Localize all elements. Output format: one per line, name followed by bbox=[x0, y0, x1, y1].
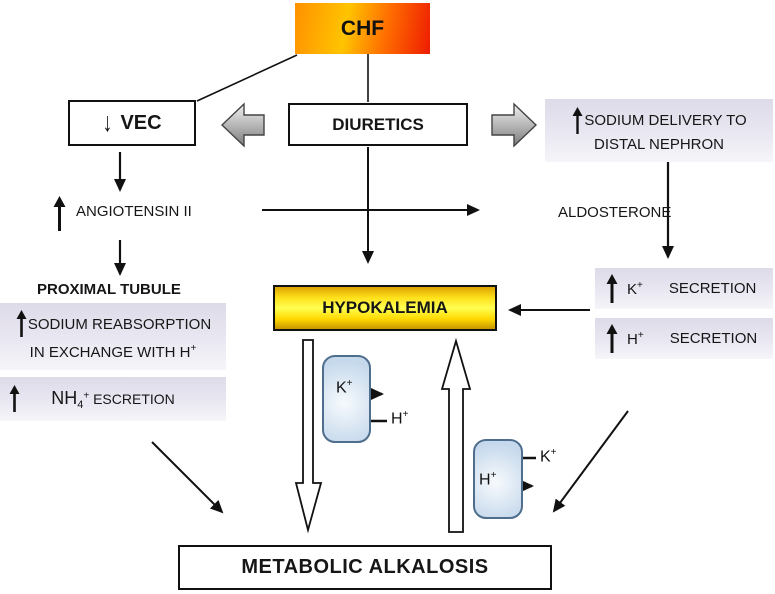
sodium-reabsorption-line1: SODIUM REABSORPTION bbox=[27, 315, 212, 333]
hollow-arrow-down-icon bbox=[294, 339, 323, 534]
diuretics-box: DIURETICS bbox=[288, 103, 468, 146]
metabolic-alkalosis-box: METABOLIC ALKALOSIS bbox=[178, 545, 552, 590]
k-secretion-box: K+ SECRETION bbox=[595, 268, 773, 309]
sodium-delivery-line2: DISTAL NEPHRON bbox=[593, 135, 725, 153]
nh4-escretion-box: NH4+ ESCRETION bbox=[0, 377, 226, 421]
ion-exchange-cell-1 bbox=[322, 355, 371, 443]
vec-box: ↓ VEC bbox=[68, 100, 196, 146]
block-arrow-left-icon bbox=[220, 102, 265, 148]
arrow-left-to-alkalosis bbox=[151, 441, 224, 514]
up-arrow-icon bbox=[16, 310, 27, 337]
down-arrow-icon: ↓ bbox=[102, 107, 113, 138]
k-secretion-label: SECRETION bbox=[668, 280, 757, 297]
hollow-arrow-up-icon bbox=[440, 337, 472, 533]
nh4-label: NH4+ ESCRETION bbox=[51, 387, 175, 411]
h-secretion-box: H+ SECRETION bbox=[595, 318, 773, 359]
up-arrow-icon bbox=[606, 273, 618, 303]
up-arrow-icon bbox=[53, 196, 66, 231]
hypokalemia-box: HYPOKALEMIA bbox=[273, 285, 497, 331]
aldosterone-label: ALDOSTERONE bbox=[558, 204, 672, 221]
k-secretion-ion: K+ bbox=[627, 279, 643, 298]
cell2-outside-ion: K+ bbox=[540, 447, 557, 466]
chf-box: CHF bbox=[295, 3, 430, 54]
up-arrow-icon bbox=[606, 323, 618, 353]
sodium-delivery-line1: SODIUM DELIVERY TO bbox=[584, 111, 747, 129]
hypokalemia-label: HYPOKALEMIA bbox=[322, 298, 448, 317]
line-chf-to-vec bbox=[196, 54, 298, 102]
up-arrow-icon bbox=[572, 106, 583, 134]
sodium-reabsorption-box: SODIUM REABSORPTION IN EXCHANGE WITH H+ bbox=[0, 303, 226, 370]
angiotensin-label: ANGIOTENSIN II bbox=[76, 203, 192, 220]
h-secretion-ion: H+ bbox=[627, 329, 644, 348]
metabolic-alkalosis-label: METABOLIC ALKALOSIS bbox=[241, 556, 489, 578]
up-arrow-icon bbox=[9, 385, 20, 412]
cell1-outside-ion: H+ bbox=[391, 409, 409, 428]
sodium-delivery-box: SODIUM DELIVERY TO DISTAL NEPHRON bbox=[545, 99, 773, 162]
proximal-tubule-label: PROXIMAL TUBULE bbox=[37, 281, 181, 298]
h-secretion-label: SECRETION bbox=[669, 330, 758, 347]
block-arrow-right-icon bbox=[491, 102, 538, 148]
sodium-reabsorption-line2: IN EXCHANGE WITH H+ bbox=[29, 343, 197, 361]
arrow-right-to-alkalosis bbox=[552, 410, 629, 513]
cell1-inside-ion: K+ bbox=[336, 378, 353, 397]
diuretics-label: DIURETICS bbox=[332, 114, 424, 134]
chf-label: CHF bbox=[340, 16, 385, 40]
vec-label: VEC bbox=[120, 111, 162, 134]
cell2-inside-ion: H+ bbox=[479, 470, 497, 489]
